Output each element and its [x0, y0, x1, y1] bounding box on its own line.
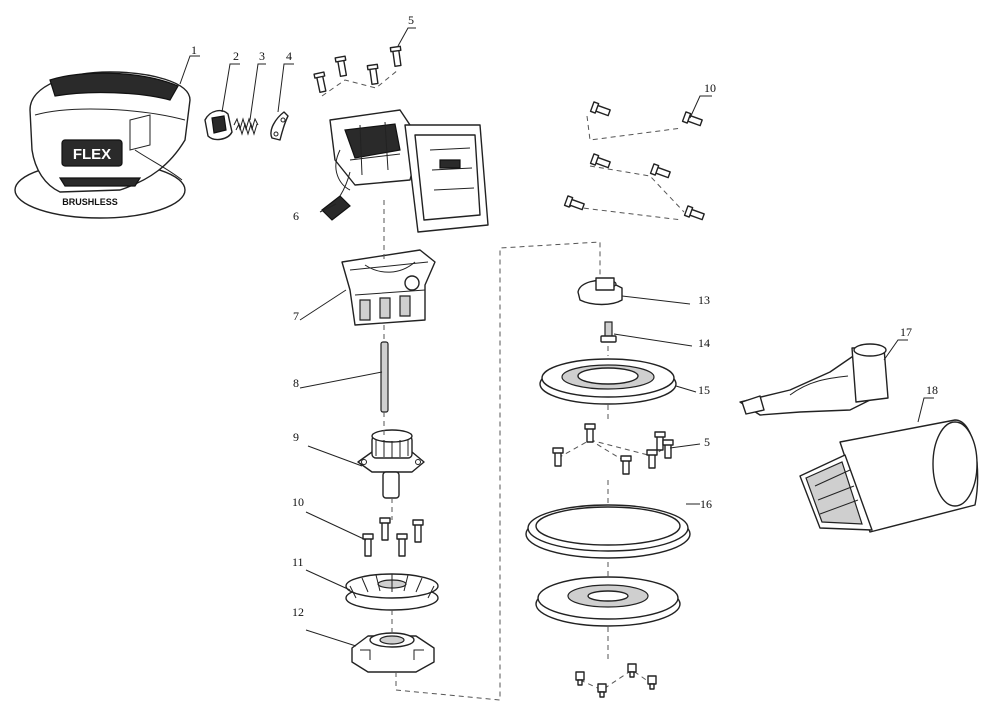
- plate-screws-part: [552, 423, 674, 475]
- callout-17: 17: [900, 325, 912, 339]
- motor-battery-assembly-part: [321, 109, 489, 233]
- callout-5-lower: 5: [704, 435, 710, 449]
- brand-logo-text: FLEX: [73, 146, 111, 163]
- pad-ring-part: [525, 504, 691, 559]
- callout-9: 9: [293, 430, 299, 444]
- motor-label-text: BRUSHLESS: [62, 197, 118, 207]
- callout-18: 18: [926, 383, 938, 397]
- sander-housing-part: FLEX BRUSHLESS: [14, 71, 191, 219]
- callout-13: 13: [698, 293, 710, 307]
- callout-14: 14: [698, 336, 710, 350]
- fan-part: [345, 573, 439, 611]
- pad-bolt-part: [600, 321, 617, 343]
- callout-16: 16: [700, 497, 712, 511]
- sanding-pad-part: [535, 576, 681, 627]
- motor-housing-part: [341, 249, 436, 326]
- callout-4: 4: [286, 49, 292, 63]
- dust-canister-part: [799, 419, 979, 533]
- bottom-screws-part: [575, 663, 657, 698]
- callout-11: 11: [292, 555, 304, 569]
- leader-lines: [179, 27, 934, 647]
- spring-part: [233, 117, 259, 136]
- bearing-plate-part: [539, 358, 677, 405]
- callout-2: 2: [233, 49, 239, 63]
- callout-10-left: 10: [292, 495, 304, 509]
- callout-8: 8: [293, 376, 299, 390]
- callout-1: 1: [191, 43, 197, 57]
- callout-labels: 1 2 3 4 5 6 7 8 9 10 10 11 12 13 14 15 5…: [191, 13, 938, 619]
- callout-10-right: 10: [704, 81, 716, 95]
- callout-5-top: 5: [408, 13, 414, 27]
- pad-screws-part: [563, 101, 705, 221]
- assembly-path-line: [395, 241, 601, 701]
- callout-12: 12: [292, 605, 304, 619]
- shaft-part: [380, 341, 389, 413]
- top-screws-part: [313, 45, 402, 97]
- switch-button-part: [204, 109, 233, 141]
- callout-7: 7: [293, 309, 299, 323]
- callout-3: 3: [259, 49, 265, 63]
- eccentric-bearing-part: [357, 429, 425, 499]
- callout-15: 15: [698, 383, 710, 397]
- base-housing-part: [351, 632, 435, 673]
- brake-cap-part: [577, 277, 623, 306]
- callout-6: 6: [293, 209, 299, 223]
- lever-part: [270, 111, 289, 141]
- dust-port-adapter-part: [739, 343, 889, 416]
- fan-screws-part: [362, 517, 424, 557]
